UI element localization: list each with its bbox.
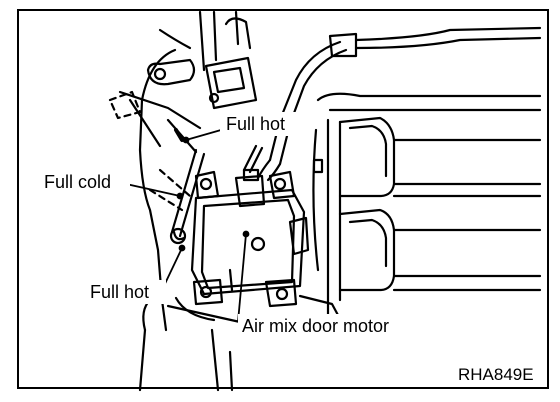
label-air-mix-door-motor: Air mix door motor: [242, 316, 389, 336]
label-full-hot-upper: Full hot: [226, 114, 285, 134]
heater-unit-drawing: [108, 10, 542, 392]
label-full-cold: Full cold: [44, 172, 111, 192]
label-full-hot-lower: Full hot: [90, 282, 149, 302]
figure-code: RHA849E: [458, 365, 534, 384]
